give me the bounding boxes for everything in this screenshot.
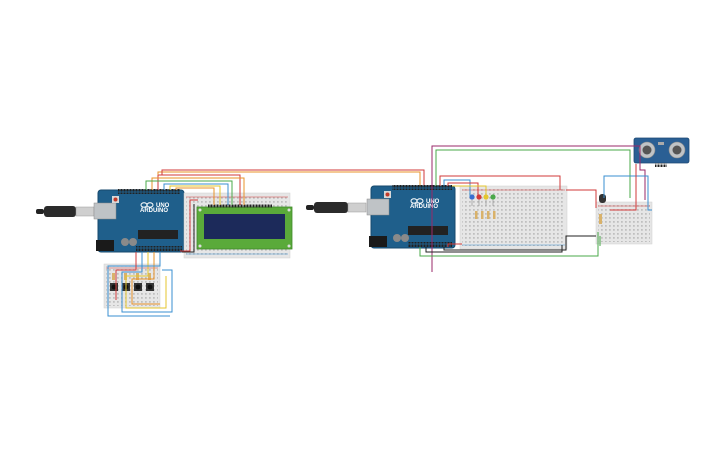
wires-left[interactable] (107, 169, 425, 317)
resistor[interactable] (599, 214, 602, 224)
digital-header (118, 189, 180, 194)
breadboard-sensor[interactable] (595, 201, 653, 245)
resistor[interactable] (487, 211, 490, 219)
usb-port (366, 198, 390, 216)
usb-port (93, 202, 117, 220)
digital-header (392, 185, 452, 190)
atmega-chip (138, 230, 178, 239)
led-yellow[interactable] (483, 194, 489, 206)
atmega-chip (408, 226, 448, 235)
resistor[interactable] (481, 211, 484, 219)
ultrasonic-sensor[interactable] (633, 137, 690, 167)
usb-cable-right[interactable] (306, 202, 367, 213)
power-jack (96, 240, 114, 251)
led-blue[interactable] (469, 194, 475, 206)
usb-cable-left[interactable] (36, 206, 95, 217)
leds[interactable] (469, 194, 496, 219)
led-green[interactable] (490, 194, 496, 206)
infinity-logo-icon (410, 198, 424, 204)
analog-header (408, 242, 452, 247)
analog-header (136, 246, 182, 251)
resistor[interactable] (493, 211, 496, 219)
brand-label: ARDUINO (410, 204, 438, 210)
resistor[interactable] (148, 273, 151, 280)
lcd-screen (204, 214, 285, 239)
resistor[interactable] (112, 273, 115, 280)
push-button[interactable] (110, 283, 118, 291)
brand-label: ARDUINO (140, 208, 168, 214)
lcd-16x2[interactable] (196, 204, 293, 250)
push-button[interactable] (134, 283, 142, 291)
capacitor (129, 238, 137, 246)
resistor[interactable] (475, 211, 478, 219)
push-button[interactable] (146, 283, 154, 291)
arduino-uno-left[interactable]: ARDUINO UNO (93, 189, 185, 253)
lcd-pins (208, 204, 272, 208)
capacitor (393, 234, 401, 242)
wires-right[interactable] (419, 145, 652, 272)
infinity-logo-icon (140, 202, 154, 208)
arduino-uno-right[interactable]: ARDUINO UNO (366, 185, 456, 249)
capacitor (401, 234, 409, 242)
model-label: UNO (156, 203, 170, 209)
model-label: UNO (426, 199, 440, 205)
capacitor (121, 238, 129, 246)
power-jack (369, 236, 387, 247)
